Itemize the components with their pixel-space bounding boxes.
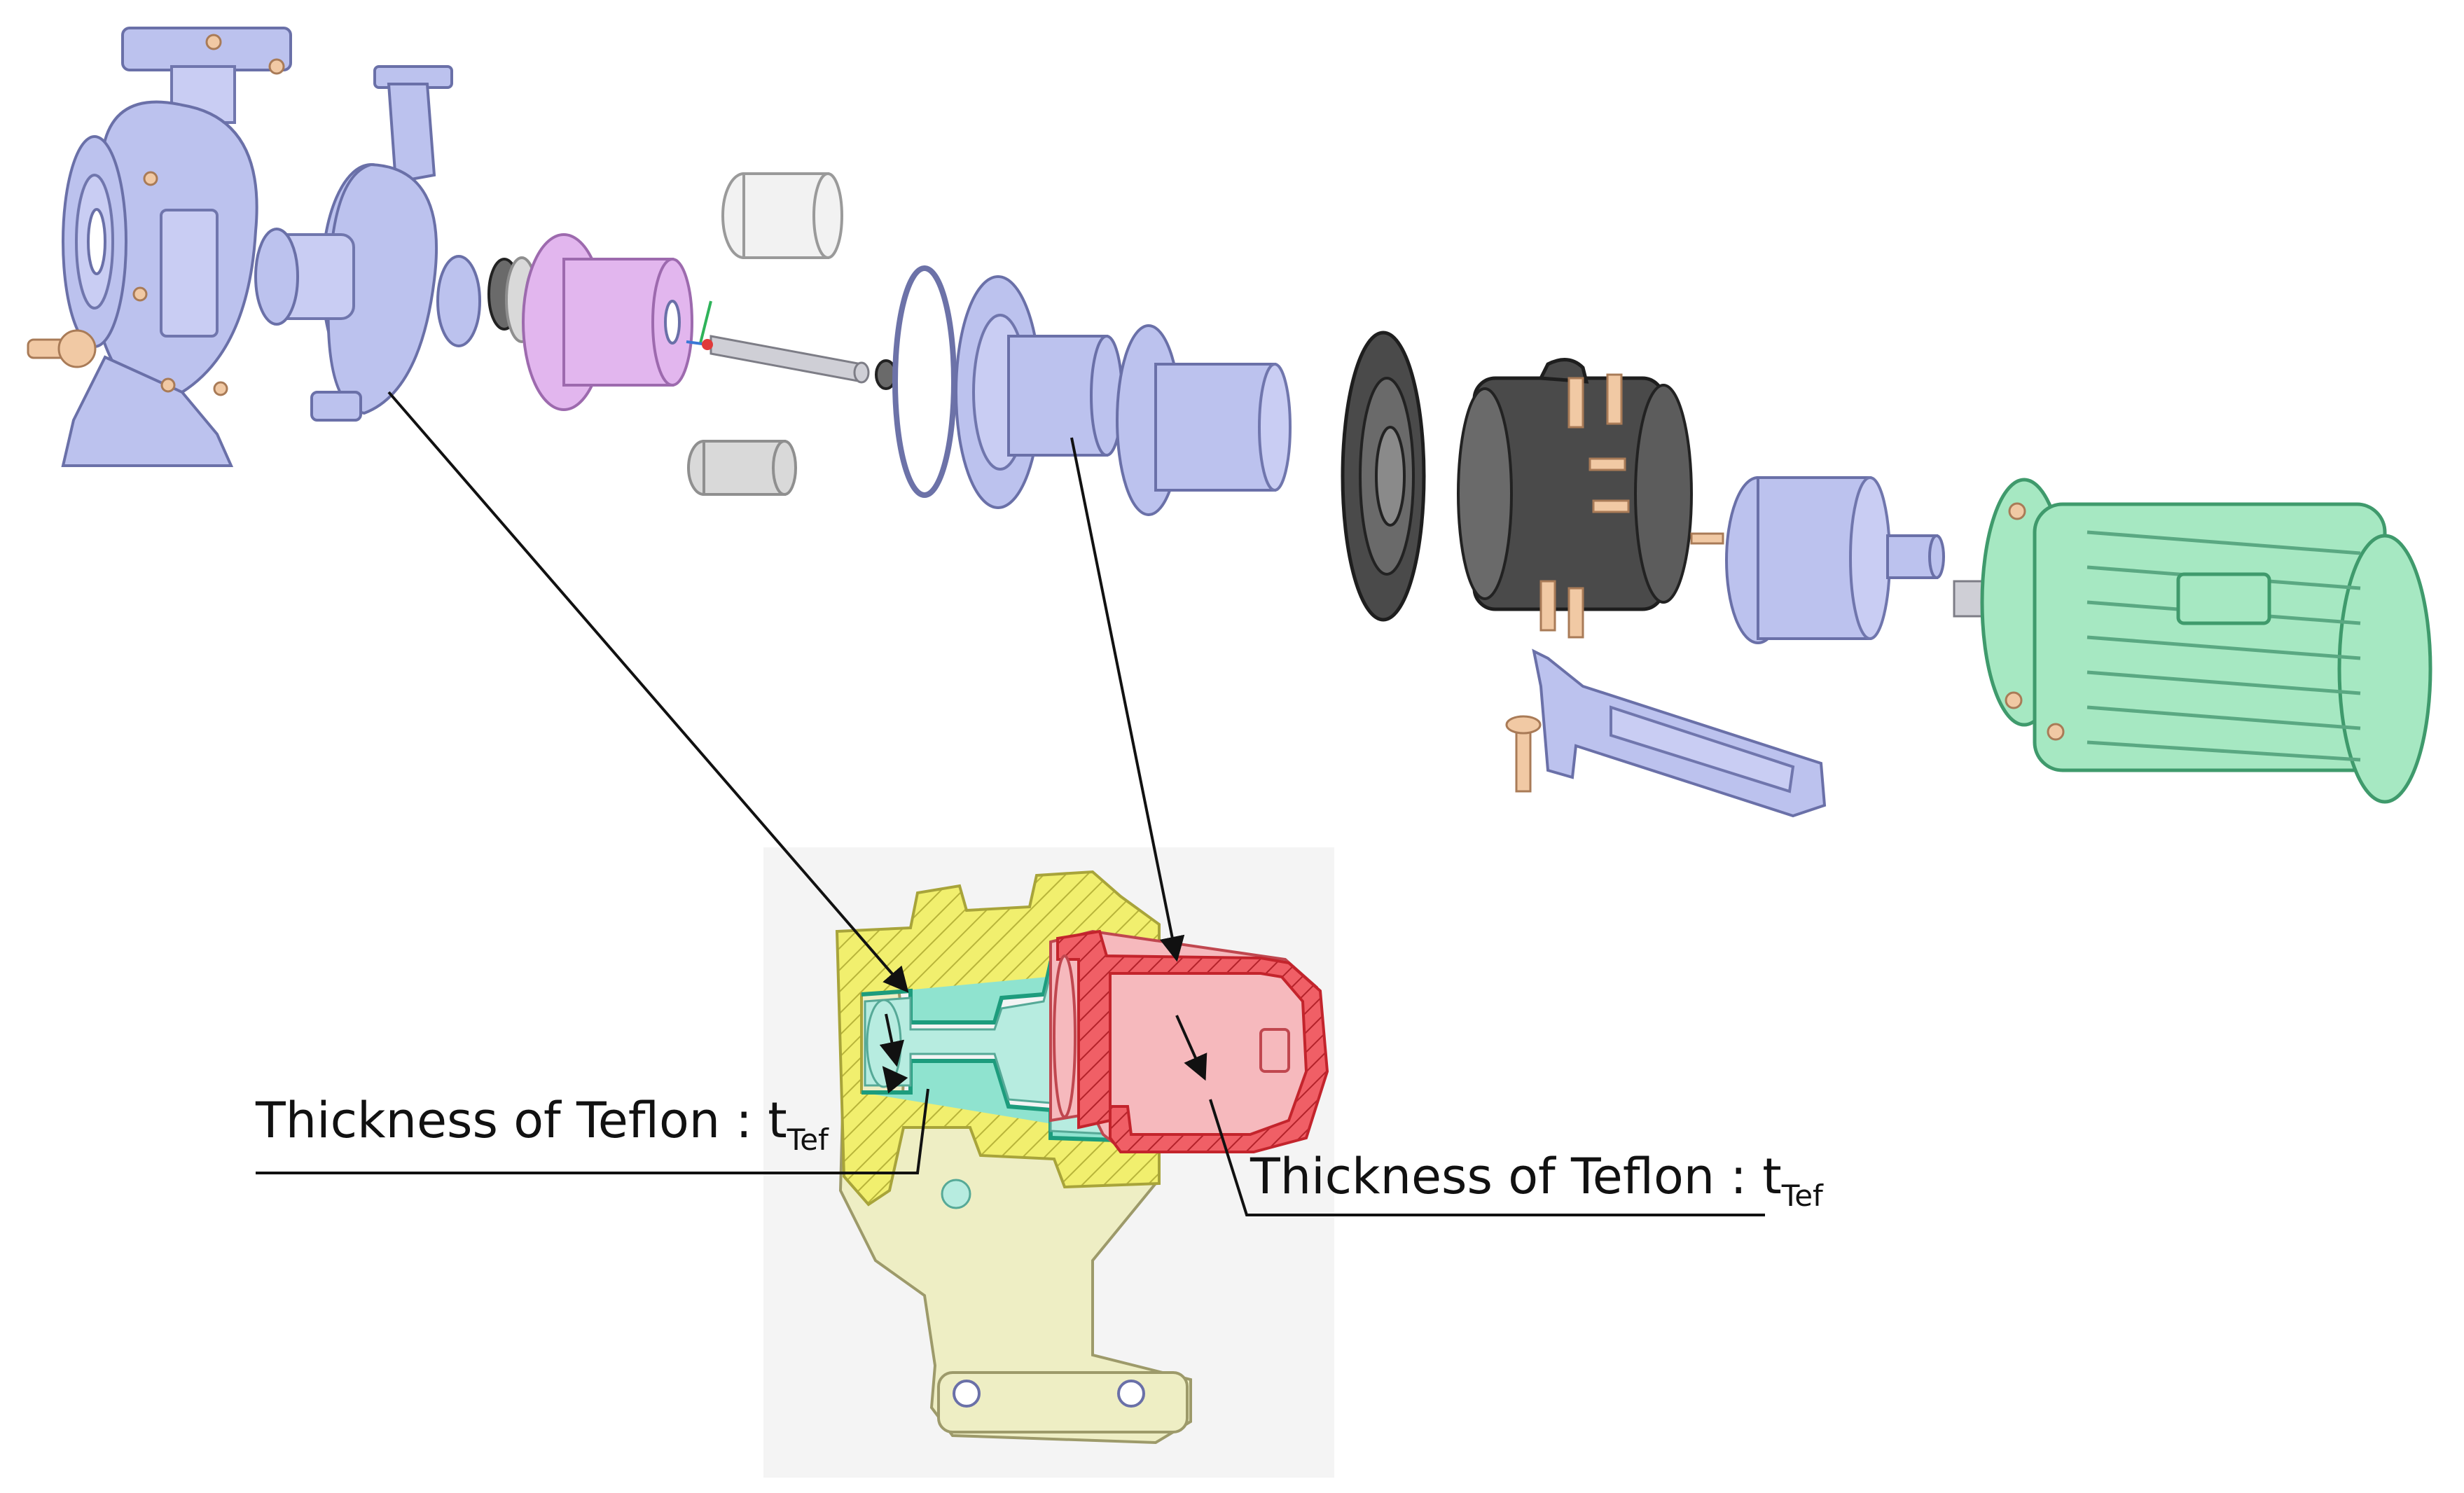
leader-line-shell xyxy=(1070,437,1185,962)
o-ring xyxy=(892,265,957,498)
leader-line-casing xyxy=(387,391,909,993)
bearing-housing xyxy=(1457,358,1724,639)
annotation-label-left: Thickness of Teflon : tTef xyxy=(256,1096,829,1155)
annotation-label-right: Thickness of Teflon : tTef xyxy=(1250,1152,1823,1211)
thickness-arrow-left-top xyxy=(879,1013,905,1067)
adapter-flange xyxy=(1341,331,1426,622)
outer-magnet xyxy=(1725,476,1945,644)
annotation-subscript-right: Tef xyxy=(1781,1179,1823,1213)
impeller xyxy=(522,233,693,411)
electric-motor xyxy=(1953,478,2432,804)
thickness-arrow-right-top xyxy=(1175,1015,1207,1081)
thickness-arrow-left-bottom xyxy=(882,1066,908,1094)
leader-lines xyxy=(256,391,1765,1216)
label-leader-left xyxy=(256,1088,929,1174)
label-leader-right xyxy=(1209,1099,1765,1216)
volute-cover xyxy=(254,65,453,422)
cross-section-inset xyxy=(763,847,1334,1478)
annotation-subscript-left: Tef xyxy=(787,1123,829,1157)
support-foot xyxy=(1505,648,1827,818)
annotation-text-right: Thickness of Teflon : t xyxy=(1250,1148,1782,1205)
pump-casing xyxy=(27,27,292,467)
containment-shell xyxy=(955,275,1123,509)
bushings xyxy=(687,172,843,496)
inner-magnet-shell xyxy=(1116,324,1292,516)
inner-shaft xyxy=(686,300,897,390)
annotation-text-left: Thickness of Teflon : t xyxy=(256,1092,787,1149)
